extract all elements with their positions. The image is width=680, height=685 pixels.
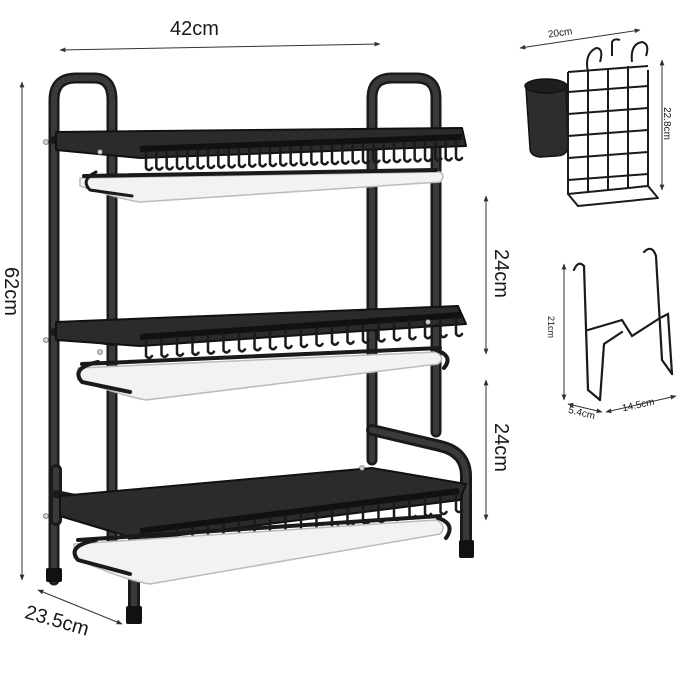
- shelf-tine: [320, 145, 329, 166]
- main-rack: [43, 72, 474, 624]
- foot-back-left: [46, 568, 62, 582]
- shelf-tine: [268, 329, 278, 351]
- shelf-tine: [423, 318, 433, 340]
- top-shelf: [55, 127, 467, 203]
- shelf-tine: [144, 150, 154, 172]
- middle-shelf: [55, 305, 467, 401]
- top-tray-rail: [82, 168, 438, 178]
- shelf-tine: [253, 331, 262, 352]
- shelf-tine: [408, 320, 417, 341]
- shelf-tine: [454, 140, 464, 162]
- top-tray-hook-left: [84, 170, 134, 198]
- hanger-height-label: 21cm: [546, 315, 557, 339]
- shelf-tine: [160, 337, 169, 359]
- shelf-tine: [392, 142, 402, 164]
- lower-gap-label: 24cm: [489, 423, 512, 472]
- shelf-tine: [206, 334, 216, 355]
- shelf-tine: [279, 146, 288, 167]
- front-right-base-inner: [369, 427, 469, 555]
- basket-height-label: 22.8cm: [660, 107, 672, 140]
- hanger-width-line: [605, 394, 677, 414]
- back-right-upright-inner: [369, 75, 439, 463]
- shelf-tine: [439, 494, 448, 516]
- shelf-tine: [330, 144, 340, 166]
- width-label: 42cm: [170, 18, 219, 40]
- bottom-shelf-frame: [59, 467, 467, 541]
- shelf-tine: [299, 327, 309, 349]
- top-shelf-tines: [144, 140, 464, 172]
- foot-front-left: [126, 606, 142, 624]
- bottom-tray-handle-right: [436, 516, 452, 540]
- shelf-tine: [237, 147, 247, 169]
- shelf-tine: [196, 149, 205, 170]
- utensil-cup-rim: [524, 78, 568, 94]
- shelf-tine: [377, 322, 386, 343]
- middle-tray-handle-right: [434, 348, 450, 370]
- shelf-tine: [268, 146, 278, 168]
- upper-gap-label: 24cm: [489, 249, 512, 298]
- shelf-tine: [315, 326, 324, 348]
- shelf-tine: [444, 141, 453, 162]
- shelf-tine: [454, 492, 464, 514]
- foot-front-right: [459, 540, 474, 558]
- shelf-tine: [341, 144, 350, 165]
- shelf-tine: [165, 150, 174, 171]
- back-left-upright-inner: [51, 75, 115, 583]
- shelf-tine: [454, 316, 464, 338]
- wire-basket: [567, 38, 659, 207]
- shelf-tine: [361, 323, 371, 344]
- height-label: 62cm: [0, 267, 22, 316]
- bolts: [43, 139, 431, 519]
- hanger-depth-line: [567, 402, 603, 414]
- shelf-tine: [155, 150, 164, 171]
- shelf-tine: [372, 143, 381, 164]
- bottom-tray-handle-left: [72, 538, 132, 576]
- shelf-tine: [217, 148, 226, 169]
- bottom-shelf: [59, 467, 467, 585]
- shelf-tine: [258, 147, 267, 168]
- shelf-tine: [206, 148, 216, 170]
- middle-shelf-tines: [144, 316, 464, 360]
- shelf-tine: [191, 335, 200, 356]
- depth-dimension-line: [37, 589, 123, 625]
- shelf-tine: [227, 148, 236, 169]
- middle-tray-rail: [80, 346, 442, 366]
- shelf-tine: [403, 142, 412, 163]
- middle-tray-handle-left: [76, 360, 132, 394]
- shelf-tine: [237, 332, 247, 353]
- shelf-tine: [186, 149, 195, 170]
- utensil-basket: [524, 38, 659, 207]
- shelf-tine: [144, 338, 154, 360]
- middle-tray: [77, 351, 443, 401]
- shelf-tine: [382, 143, 391, 164]
- shelf-tine: [284, 328, 293, 350]
- bottom-tray: [73, 519, 444, 585]
- shelf-tine: [310, 145, 319, 166]
- bottom-tray-rail: [76, 514, 442, 542]
- basket-width-line: [519, 28, 641, 50]
- shelf-tine: [248, 147, 257, 168]
- shelf-tine: [330, 325, 340, 347]
- shelf-tine: [346, 324, 355, 345]
- shelf-tine: [392, 321, 402, 342]
- shelf-tine: [175, 149, 185, 171]
- dimension-lines: [19, 28, 677, 625]
- shelf-tine: [299, 145, 309, 167]
- cutting-board-holder: [572, 247, 674, 402]
- shelf-tine: [175, 336, 185, 358]
- shelf-tine: [439, 317, 448, 339]
- shelf-tine: [413, 142, 422, 163]
- shelf-tine: [434, 141, 443, 162]
- width-dimension-line: [59, 41, 381, 53]
- shelf-tine: [222, 333, 231, 354]
- shelf-tine: [289, 146, 298, 167]
- shelf-tine: [423, 141, 433, 163]
- shelf-tine: [351, 144, 360, 165]
- shelf-tine: [361, 143, 371, 165]
- utensil-cup: [525, 83, 569, 158]
